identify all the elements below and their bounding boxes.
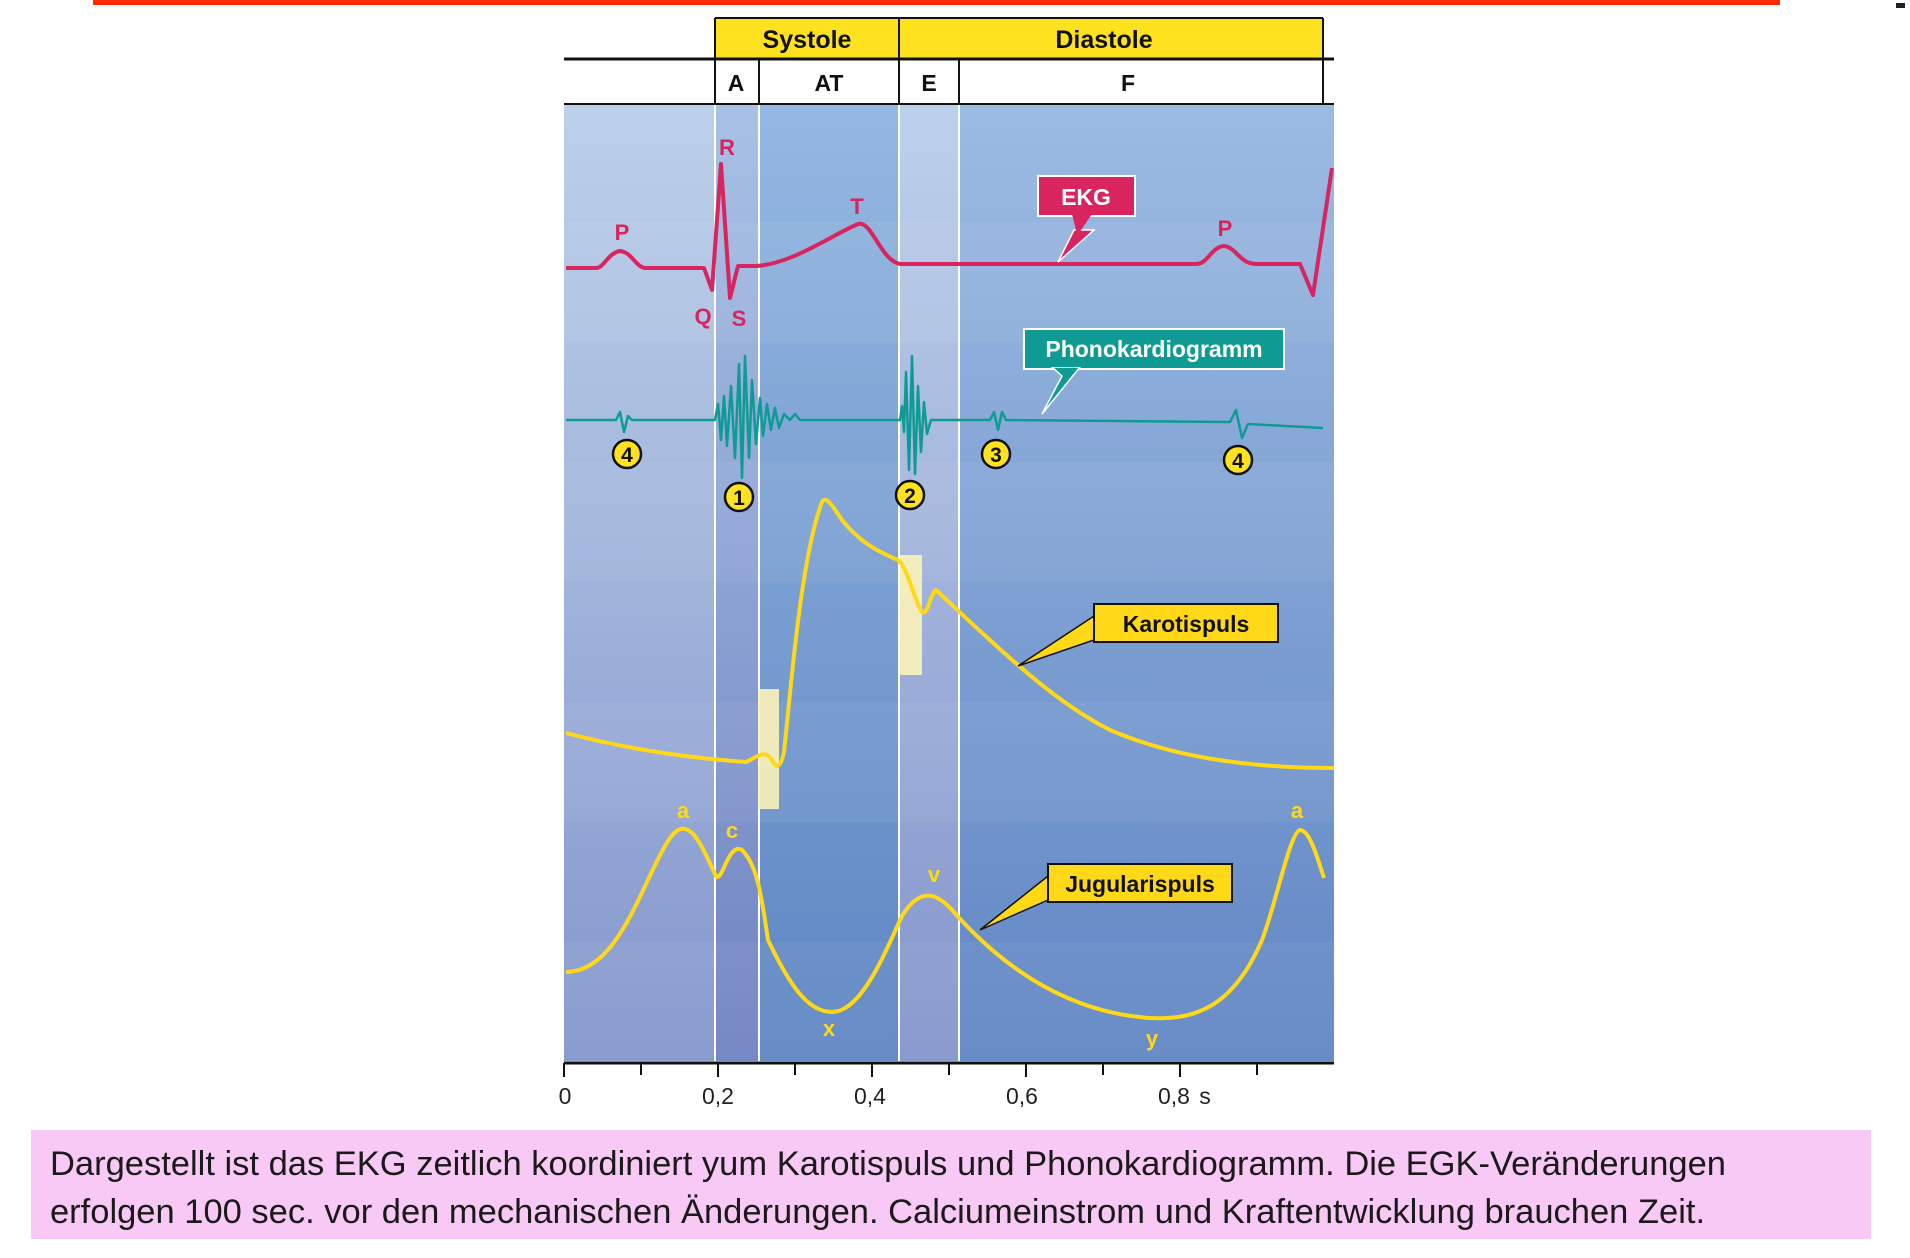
- phase-header: Systole Diastole A AT E F: [564, 17, 1334, 105]
- ekg-label-t: T: [850, 194, 864, 219]
- ekg-label-q: Q: [694, 304, 711, 329]
- karotis-highlight-2: [900, 555, 922, 675]
- caption-line-2: erfolgen 100 sec. vor den mechanischen Ä…: [50, 1193, 1706, 1231]
- phase-f-label: F: [1121, 70, 1135, 96]
- jugularis-labels: a c x v y a: [677, 798, 1304, 1051]
- callout-karotispuls: Karotispuls: [1017, 603, 1279, 667]
- heart-sound-3: 3: [980, 438, 1012, 470]
- x-axis: 0 0,2 0,4 0,6 0,8 s: [559, 1061, 1334, 1109]
- heart-sound-4-end: 4: [1222, 444, 1254, 476]
- x-tick-08: 0,8: [1158, 1083, 1190, 1109]
- jugularis-label-c: c: [726, 818, 738, 843]
- diastole-label: Diastole: [1055, 26, 1152, 54]
- corner-mark: [1896, 3, 1905, 8]
- ekg-label-p2: P: [1218, 216, 1233, 241]
- ekg-trace: [566, 162, 1334, 300]
- caption-line-1: Dargestellt ist das EKG zeitlich koordin…: [50, 1145, 1726, 1183]
- ekg-labels: P Q R S T P: [615, 135, 1233, 331]
- x-tick-02: 0,2: [702, 1083, 734, 1109]
- phase-at-label: AT: [815, 70, 844, 96]
- ekg-label-s: S: [732, 306, 747, 331]
- callout-phonokardiogramm: Phonokardiogramm: [1023, 328, 1285, 415]
- svg-text:Phonokardiogramm: Phonokardiogramm: [1045, 336, 1262, 362]
- jugularis-label-a2: a: [1291, 798, 1304, 823]
- callout-jugularispuls: Jugularispuls: [979, 863, 1233, 931]
- karotis-trace: [565, 497, 1335, 770]
- phono-trace: [566, 354, 1324, 480]
- svg-text:1: 1: [733, 487, 745, 510]
- svg-text:3: 3: [990, 444, 1002, 467]
- jugularis-label-a: a: [677, 798, 690, 823]
- heart-sound-4-start: 4: [611, 438, 643, 470]
- callout-ekg: EKG: [1037, 175, 1136, 263]
- horizontal-shading: [564, 222, 1334, 1061]
- jugularis-label-y: y: [1146, 1026, 1159, 1051]
- band-a: [715, 104, 759, 1061]
- svg-text:Karotispuls: Karotispuls: [1123, 611, 1250, 637]
- caption-box: Dargestellt ist das EKG zeitlich koordin…: [31, 1130, 1871, 1239]
- svg-text:EKG: EKG: [1061, 184, 1111, 210]
- x-tick-06: 0,6: [1006, 1083, 1038, 1109]
- jugularis-label-v: v: [928, 862, 941, 887]
- systole-label: Systole: [763, 26, 852, 54]
- karotis-highlight-1: [758, 689, 779, 809]
- phase-e-label: E: [921, 70, 936, 96]
- ekg-label-p: P: [615, 220, 630, 245]
- jugularis-label-x: x: [823, 1016, 836, 1041]
- x-tick-0: 0: [559, 1083, 572, 1109]
- svg-text:Jugularispuls: Jugularispuls: [1065, 871, 1215, 897]
- ekg-label-r: R: [719, 135, 735, 160]
- svg-text:4: 4: [621, 444, 633, 467]
- top-accent-bar: [93, 0, 1780, 5]
- phase-a-label: A: [728, 70, 745, 96]
- svg-text:4: 4: [1232, 450, 1244, 473]
- band-at: [759, 104, 899, 1061]
- x-axis-unit: s: [1199, 1083, 1211, 1109]
- diastole-cell: [899, 18, 1323, 60]
- jugularis-trace: [565, 826, 1326, 1021]
- heart-sound-2: 2: [894, 479, 926, 511]
- x-tick-04: 0,4: [854, 1083, 886, 1109]
- systole-cell: [715, 18, 899, 60]
- heart-sound-1: 1: [723, 481, 755, 513]
- svg-text:2: 2: [904, 485, 916, 508]
- heart-sound-markers: 4 1 2 3 4: [611, 438, 1254, 513]
